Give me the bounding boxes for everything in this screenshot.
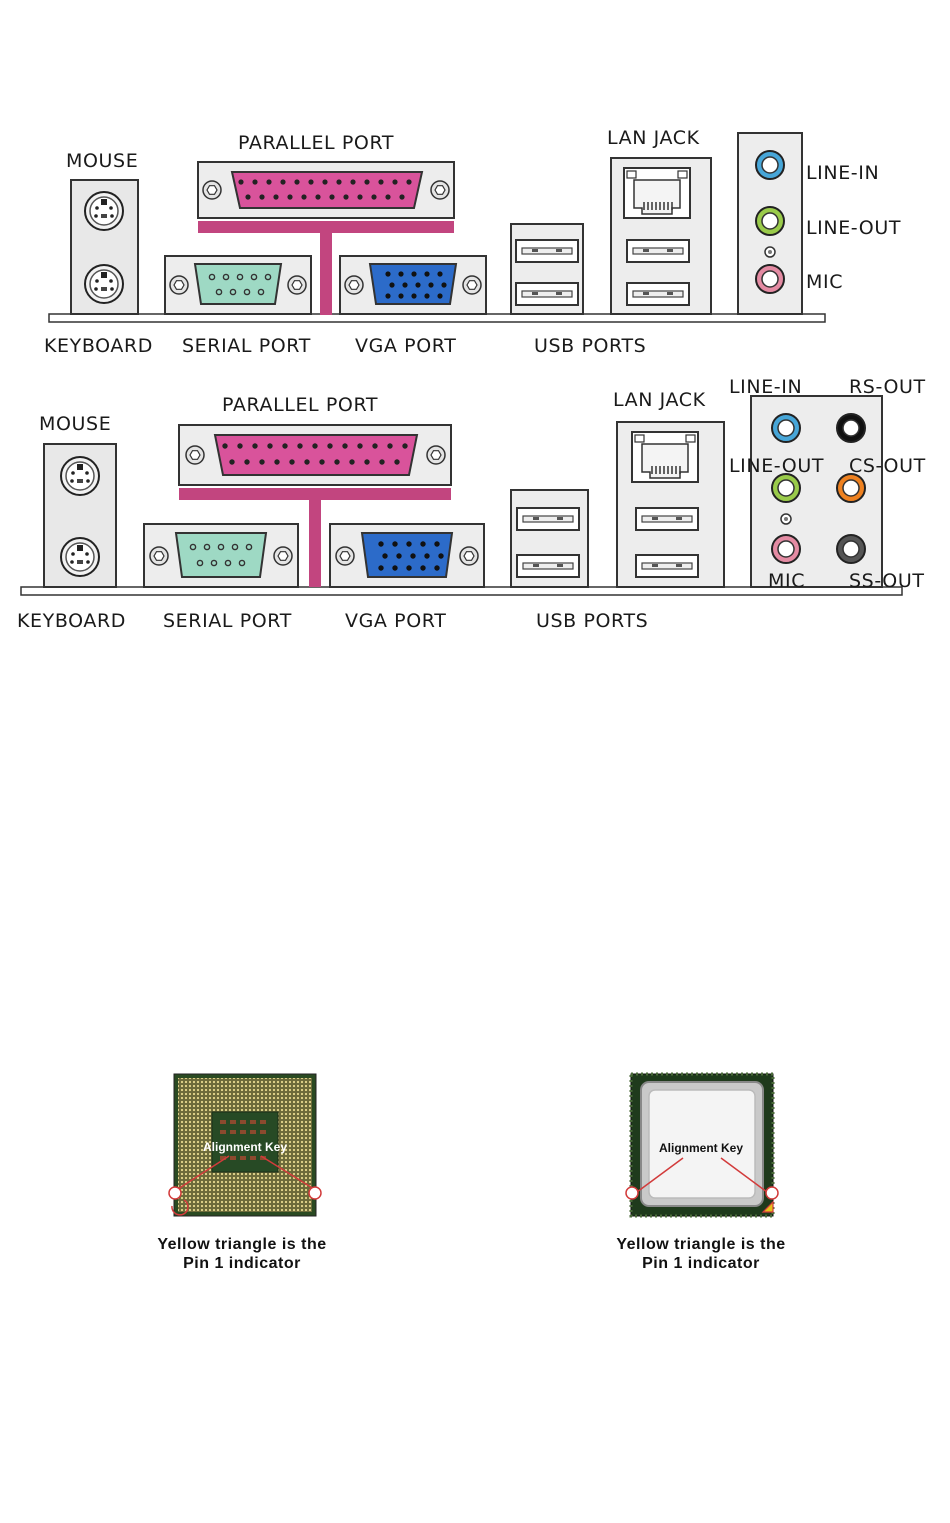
mouse-ps2-port bbox=[60, 456, 100, 496]
audio-jack-panel bbox=[737, 132, 803, 315]
ps2-port-group bbox=[43, 443, 117, 588]
caption-line-2: Pin 1 indicator bbox=[183, 1255, 301, 1272]
vga-port bbox=[339, 255, 487, 315]
cpu-right-image: Alignment Key bbox=[625, 1072, 779, 1218]
caption-line-2: Pin 1 indicator bbox=[642, 1255, 760, 1272]
ps2-port-group bbox=[70, 179, 139, 315]
alignment-key-label: Alignment Key bbox=[659, 1141, 743, 1155]
lan-jack-label: LAN JACK bbox=[607, 127, 700, 149]
vga-port-label: VGA PORT bbox=[345, 610, 446, 632]
mic-label: MIC bbox=[806, 271, 843, 293]
mouse-label: MOUSE bbox=[39, 413, 111, 435]
port-link-bar bbox=[179, 488, 451, 587]
lan-usb-stack bbox=[610, 157, 712, 315]
line-out-label: LINE-OUT bbox=[806, 217, 901, 239]
lan-jack-port bbox=[623, 167, 691, 219]
cpu-right-figure: Alignment Key Yellow triangle is the Pin… bbox=[571, 1072, 831, 1273]
line-in-label: LINE-IN bbox=[729, 376, 802, 398]
lan-jack-port bbox=[631, 431, 699, 483]
line-in-label: LINE-IN bbox=[806, 162, 879, 184]
port-link-bar bbox=[198, 221, 454, 315]
serial-port bbox=[143, 523, 299, 588]
usb-port-stack-1 bbox=[510, 223, 584, 315]
serial-port bbox=[164, 255, 312, 315]
cpu-left-figure: Alignment Key Yellow triangle is the Pin… bbox=[112, 1072, 372, 1273]
cs-out-label: CS-OUT bbox=[849, 455, 926, 477]
io-panel-bottom: MOUSE PARALLEL PORT bbox=[17, 376, 926, 632]
cpu-left-caption: Yellow triangle is the Pin 1 indicator bbox=[112, 1235, 372, 1273]
notch-left-marker bbox=[625, 1186, 639, 1200]
usb-ports-label: USB PORTS bbox=[536, 610, 648, 632]
keyboard-ps2-port bbox=[60, 537, 100, 577]
notch-left-marker bbox=[168, 1186, 182, 1200]
ss-out-label: SS-OUT bbox=[849, 570, 925, 592]
vga-port bbox=[329, 523, 485, 588]
usb-port-stack-1 bbox=[510, 489, 589, 588]
parallel-port bbox=[197, 161, 455, 219]
io-panel-diagram: MOUSE PARALLEL PORT bbox=[17, 127, 926, 632]
serial-port-label: SERIAL PORT bbox=[163, 610, 292, 632]
mouse-ps2-port bbox=[84, 191, 124, 231]
parallel-port bbox=[178, 424, 452, 486]
cpu-right-caption: Yellow triangle is the Pin 1 indicator bbox=[571, 1235, 831, 1273]
keyboard-ps2-port bbox=[84, 264, 124, 304]
cpu-left-image: Alignment Key bbox=[168, 1073, 322, 1217]
parallel-port-label: PARALLEL PORT bbox=[238, 132, 394, 154]
mic-label: MIC bbox=[768, 570, 805, 592]
line-out-label: LINE-OUT bbox=[729, 455, 824, 477]
serial-port-label: SERIAL PORT bbox=[182, 335, 311, 357]
pin1-triangle-icon bbox=[761, 1200, 774, 1213]
parallel-port-label: PARALLEL PORT bbox=[222, 394, 378, 416]
pin1-indicator-marker bbox=[171, 1199, 189, 1216]
io-panel-top: MOUSE PARALLEL PORT bbox=[44, 127, 901, 357]
caption-line-1: Yellow triangle is the bbox=[157, 1236, 327, 1253]
mouse-label: MOUSE bbox=[66, 150, 138, 172]
keyboard-label: KEYBOARD bbox=[44, 335, 153, 357]
parallel-pins bbox=[238, 179, 412, 200]
lan-usb-stack bbox=[616, 421, 725, 588]
usb-ports-label: USB PORTS bbox=[534, 335, 646, 357]
alignment-key-label: Alignment Key bbox=[203, 1140, 287, 1154]
audio-jack-panel bbox=[750, 395, 883, 588]
keyboard-label: KEYBOARD bbox=[17, 610, 126, 632]
vga-port-label: VGA PORT bbox=[355, 335, 456, 357]
lan-jack-label: LAN JACK bbox=[613, 389, 706, 411]
rs-out-label: RS-OUT bbox=[849, 376, 926, 398]
caption-line-1: Yellow triangle is the bbox=[616, 1236, 786, 1253]
notch-right-marker bbox=[765, 1186, 779, 1200]
notch-right-marker bbox=[308, 1186, 322, 1200]
